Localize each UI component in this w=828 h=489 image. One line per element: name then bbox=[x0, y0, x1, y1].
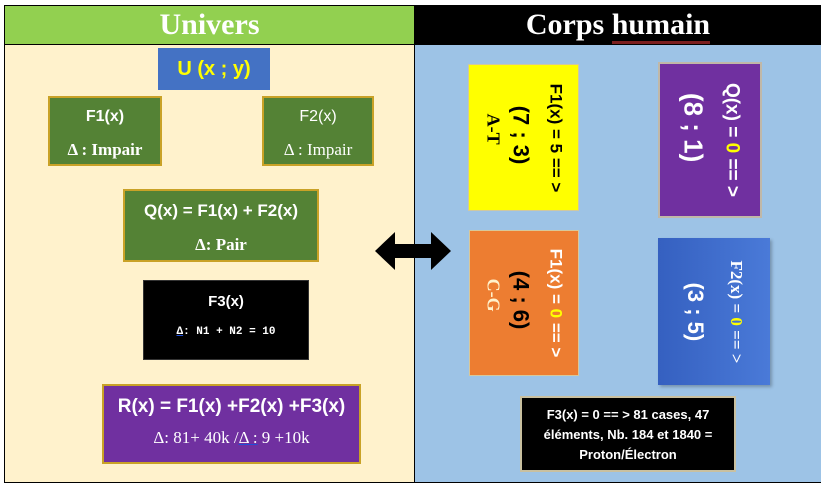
f3-delta-text: : N1 + N2 = 10 bbox=[183, 326, 276, 338]
yellow-eq: F1(x) = 5 == > bbox=[546, 83, 565, 192]
f3-box: F3(x) Δ: N1 + N2 = 10 bbox=[143, 280, 309, 360]
f3-delta: Δ: N1 + N2 = 10 bbox=[144, 326, 308, 338]
orange-base: C-G bbox=[483, 278, 504, 312]
q-label: Q(x) = F1(x) + F2(x) bbox=[144, 201, 298, 220]
f3-note-line2: éléments, Nb. 184 et 1840 = bbox=[543, 427, 713, 442]
blue-pair: (3 ; 5) bbox=[683, 282, 708, 341]
blue-eq: F2(x) = 0 == > bbox=[727, 260, 746, 363]
f1-label: F1(x) bbox=[85, 108, 125, 125]
double-arrow-icon bbox=[375, 232, 451, 270]
q-box: Q(x) = F1(x) + F2(x) Δ: Pair bbox=[123, 189, 319, 262]
blue-box-f2: F2(x) = 0 == > (3 ; 5) bbox=[658, 238, 770, 385]
yellow-base: A-T bbox=[483, 113, 503, 145]
univers-title: Univers bbox=[159, 8, 260, 41]
f2-delta: Δ : Impair bbox=[283, 140, 353, 159]
r-box: R(x) = F1(x) +F2(x) +F3(x) Δ: 81+ 40k /Δ… bbox=[102, 384, 361, 464]
orange-eq: F1(x) = 0 == > bbox=[546, 248, 566, 358]
yellow-box-at: F1(x) = 5 == > (7 ; 3) A-T bbox=[468, 64, 579, 211]
r-delta-c: 9 +10k bbox=[257, 428, 310, 447]
f3-note-box: F3(x) = 0 == > 81 cases, 47 éléments, Nb… bbox=[520, 396, 736, 472]
f1-box: F1(x) Δ : Impair bbox=[48, 96, 162, 166]
corps-humain-title-b: humain bbox=[611, 8, 711, 44]
corps-humain-title-a: Corps bbox=[525, 8, 612, 41]
r-delta-b: Δ : bbox=[238, 428, 258, 447]
orange-pair: (4 ; 6) bbox=[508, 270, 534, 330]
orange-box-cg: F1(x) = 0 == > (4 ; 6) C-G bbox=[469, 230, 579, 376]
yellow-pair: (7 ; 3) bbox=[508, 105, 533, 164]
purple-eq: Q(x) = 0 == > bbox=[721, 82, 743, 198]
f2-label: F2(x) bbox=[299, 108, 337, 125]
f2-box: F2(x) Δ : Impair bbox=[262, 96, 374, 166]
univers-panel: Univers U (x ; y) F1(x) Δ : Impair F2(x)… bbox=[5, 6, 414, 482]
diagram-frame: Univers U (x ; y) F1(x) Δ : Impair F2(x)… bbox=[4, 5, 821, 483]
f3-label: F3(x) bbox=[208, 293, 244, 310]
f3-note-line3: Proton/Électron bbox=[579, 447, 677, 462]
q-delta: Δ: Pair bbox=[195, 235, 247, 254]
purple-box-q: Q(x) = 0 == > (8 ; 1) bbox=[658, 62, 762, 218]
f3-delta-symbol: Δ bbox=[176, 326, 184, 338]
corps-humain-header: Corps humain bbox=[415, 6, 821, 45]
u-xy-box: U (x ; y) bbox=[158, 48, 270, 90]
f1-delta: Δ : Impair bbox=[67, 140, 143, 159]
r-label: R(x) = F1(x) +F2(x) +F3(x) bbox=[117, 396, 346, 417]
purple-pair: (8 ; 1) bbox=[678, 92, 709, 163]
f3-note-line1: F3(x) = 0 == > 81 cases, 47 bbox=[546, 407, 710, 422]
r-delta: Δ: 81+ 40k /Δ : 9 +10k bbox=[104, 428, 359, 448]
corps-humain-panel: Corps humain F1(x) = 5 == > (7 ; 3) A-T … bbox=[414, 6, 821, 482]
univers-header: Univers bbox=[5, 6, 414, 45]
r-delta-a: Δ: 81+ 40k / bbox=[153, 428, 239, 447]
